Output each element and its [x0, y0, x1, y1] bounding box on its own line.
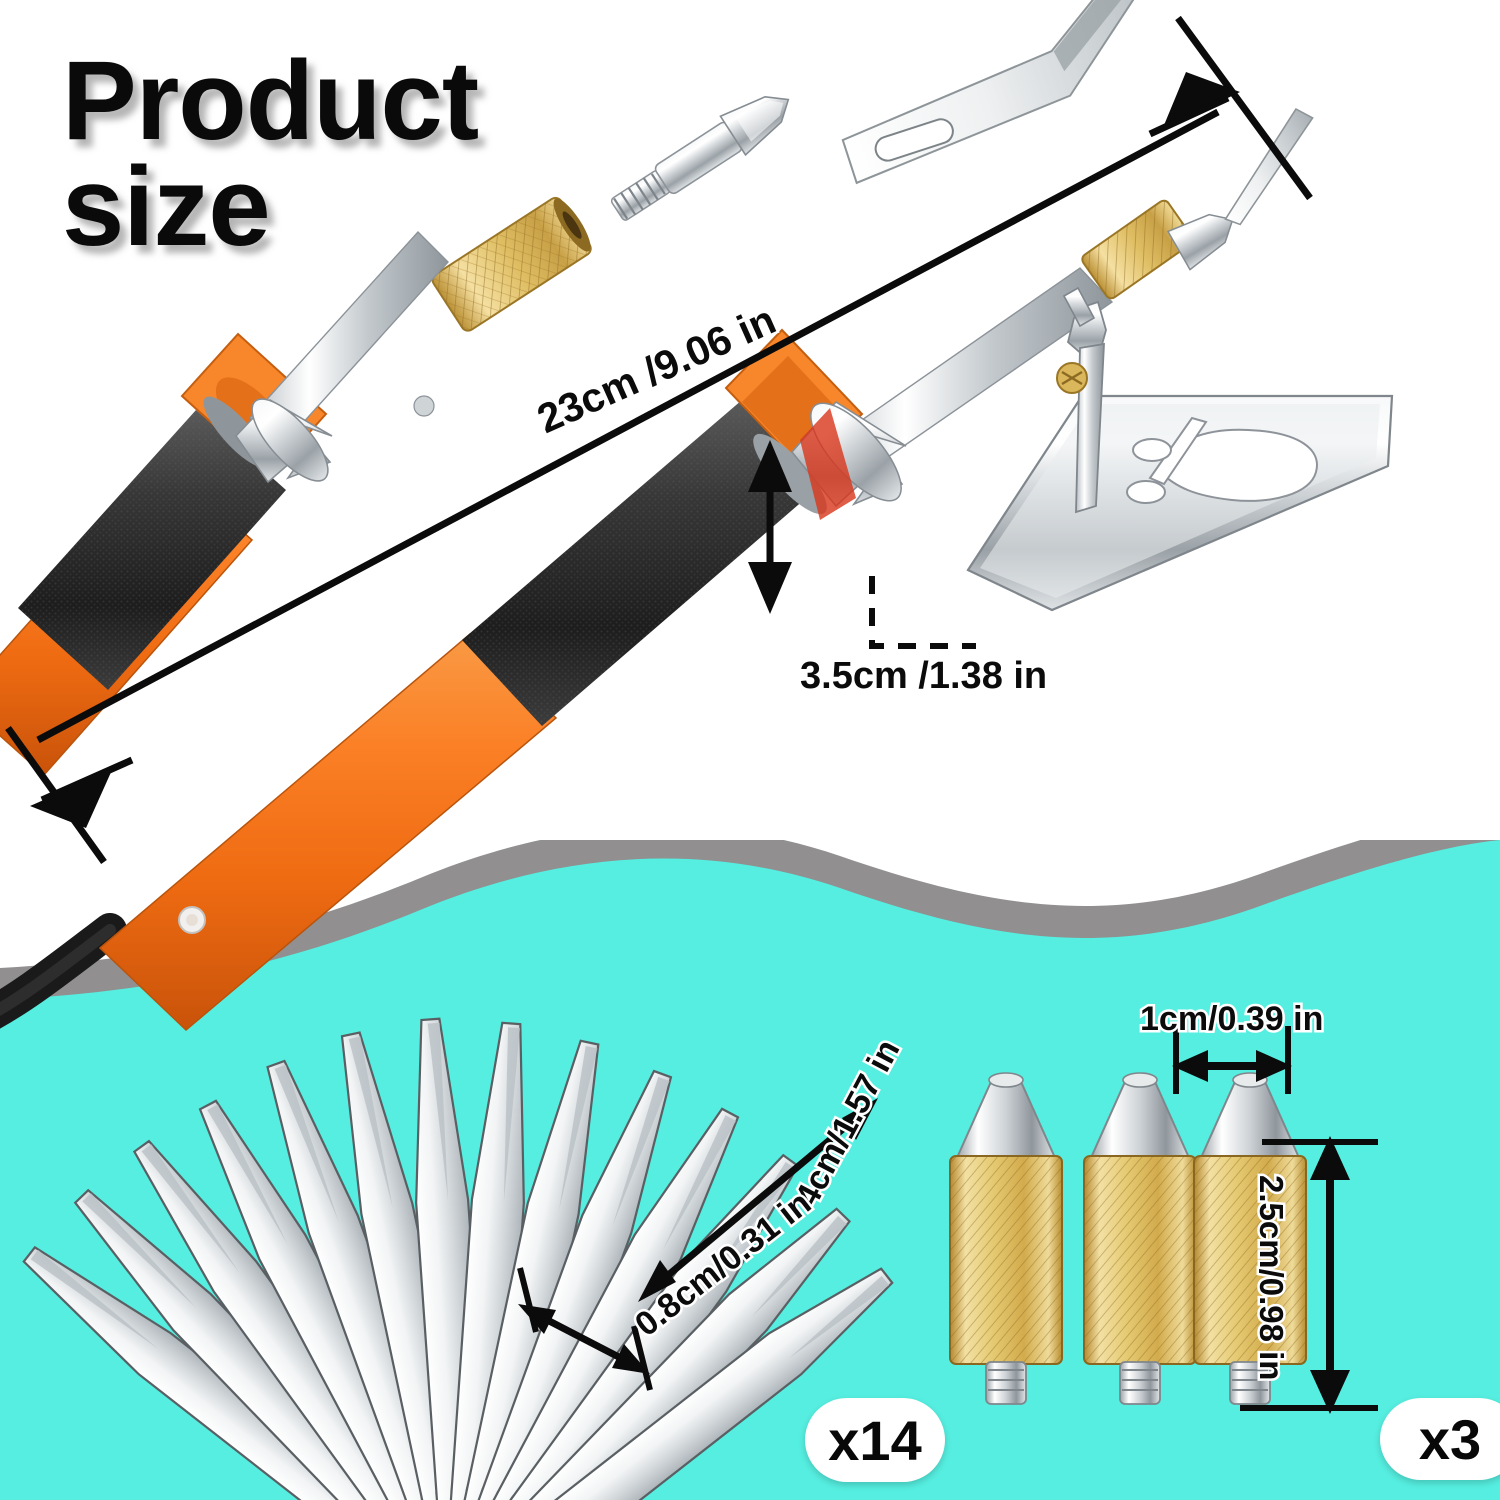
- dimension-lines-bottom: [517, 1026, 1378, 1414]
- dim-ext-right: [1175, 15, 1313, 201]
- blade-fan: [22, 1017, 894, 1500]
- brass-collar-exploded: [431, 196, 592, 332]
- leader-35cm: [869, 576, 976, 649]
- craft-blade-top: [841, 0, 1185, 185]
- arrow-down-35cm: [748, 562, 792, 614]
- count-badge-blades: x14: [805, 1398, 945, 1482]
- page-title: Product size: [59, 38, 481, 270]
- soldering-pen-upper: [0, 230, 449, 777]
- fan-blade: [449, 1207, 851, 1500]
- fan-blade: [73, 1188, 491, 1500]
- bottom-teal-panel: [0, 840, 1500, 1500]
- dimension-label-collar-width: 3.5cm /1.38 in: [797, 653, 1049, 700]
- brass-tip: [949, 1072, 1063, 1405]
- dim-line-4cm: [645, 1105, 871, 1295]
- dimension-lines-top: [5, 15, 1313, 865]
- dimension-label-tip-width: 1cm/0.39 in: [1137, 998, 1325, 1041]
- brass-tip-group: [949, 1072, 1307, 1405]
- fan-blade: [22, 1245, 488, 1500]
- dimension-label-tip-height: 2.5cm/0.98 in: [1251, 1173, 1293, 1383]
- soldering-pen-lower: [0, 108, 1314, 1032]
- arrow-right-23cm: [1162, 72, 1240, 130]
- iron-stand: [966, 286, 1394, 612]
- chrome-tip-exploded: [610, 96, 790, 221]
- fan-blade: [452, 1267, 894, 1500]
- dim-line-23cm: [36, 108, 1220, 744]
- arrow-up-35cm: [748, 440, 792, 492]
- brass-tip: [1083, 1072, 1197, 1405]
- count-badge-tips: x3: [1380, 1398, 1500, 1480]
- arrow-left-23cm: [30, 770, 112, 828]
